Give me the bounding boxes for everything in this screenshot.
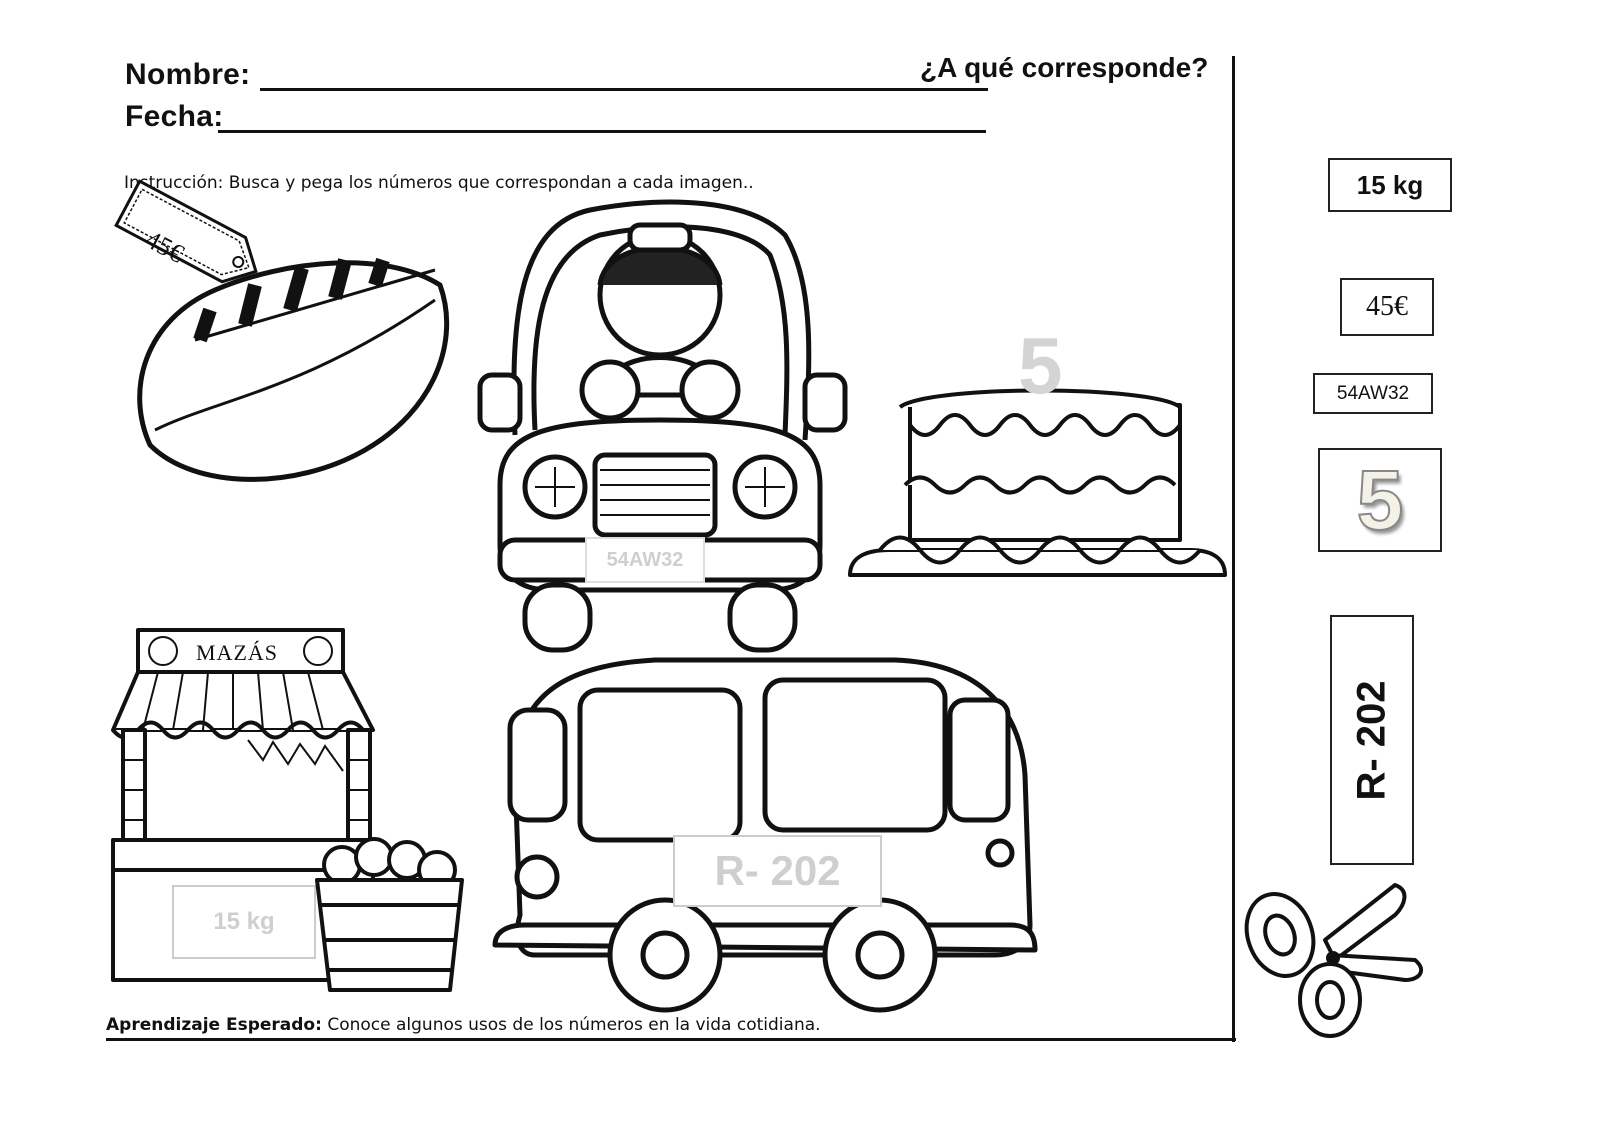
shop-weight-text: 15 kg — [213, 908, 275, 935]
footer-label: Aprendizaje Esperado: — [106, 1015, 322, 1035]
car-with-girl-icon — [477, 199, 848, 653]
scissors-icon — [1244, 883, 1424, 1038]
instruction-text: Instrucción: Busca y pega los números qu… — [124, 173, 754, 193]
cutout-number-card[interactable]: 5 — [1318, 448, 1442, 552]
cutout-route-text: R- 202 — [1349, 679, 1394, 801]
page-title: ¿A qué corresponde? — [920, 52, 1209, 83]
bus-route-box: R- 202 — [673, 835, 882, 907]
footer-text: Aprendizaje Esperado: Conoce algunos uso… — [106, 1015, 821, 1035]
bus-route-text: R- 202 — [714, 847, 841, 894]
cutout-plate-text: 54AW32 — [1336, 382, 1410, 404]
cake-number-faint: 5 — [1018, 321, 1063, 410]
footer-description: Conoce algunos usos de los números en la… — [321, 1015, 821, 1035]
cutout-route-card[interactable]: R- 202 — [1330, 615, 1414, 865]
cutout-plate-card[interactable]: 54AW32 — [1313, 373, 1433, 414]
shop-weight-box: 15 kg — [172, 885, 316, 959]
fecha-label: Fecha: — [125, 100, 224, 133]
car-plate-text: 54AW32 — [606, 549, 684, 571]
football-icon — [114, 179, 450, 482]
nombre-line[interactable] — [260, 62, 988, 91]
car-plate: 54AW32 — [585, 537, 705, 583]
cutout-number-text: 5 — [1356, 452, 1405, 548]
cutout-weight-text: 15 kg — [1356, 169, 1424, 200]
frame-bottom-border — [106, 1038, 1236, 1041]
apple-basket-icon — [315, 837, 464, 992]
cutout-price-card[interactable]: 45€ — [1340, 278, 1434, 336]
bus-icon — [492, 657, 1038, 1013]
nombre-label: Nombre: — [125, 58, 251, 91]
cutout-price-text: 45€ — [1366, 291, 1408, 322]
cake-icon — [848, 388, 1227, 577]
shop-sign-text: MAZÁS — [196, 640, 279, 665]
fecha-line[interactable] — [218, 104, 986, 133]
cutout-weight-card[interactable]: 15 kg — [1328, 158, 1452, 212]
frame-right-border — [1232, 56, 1235, 1042]
